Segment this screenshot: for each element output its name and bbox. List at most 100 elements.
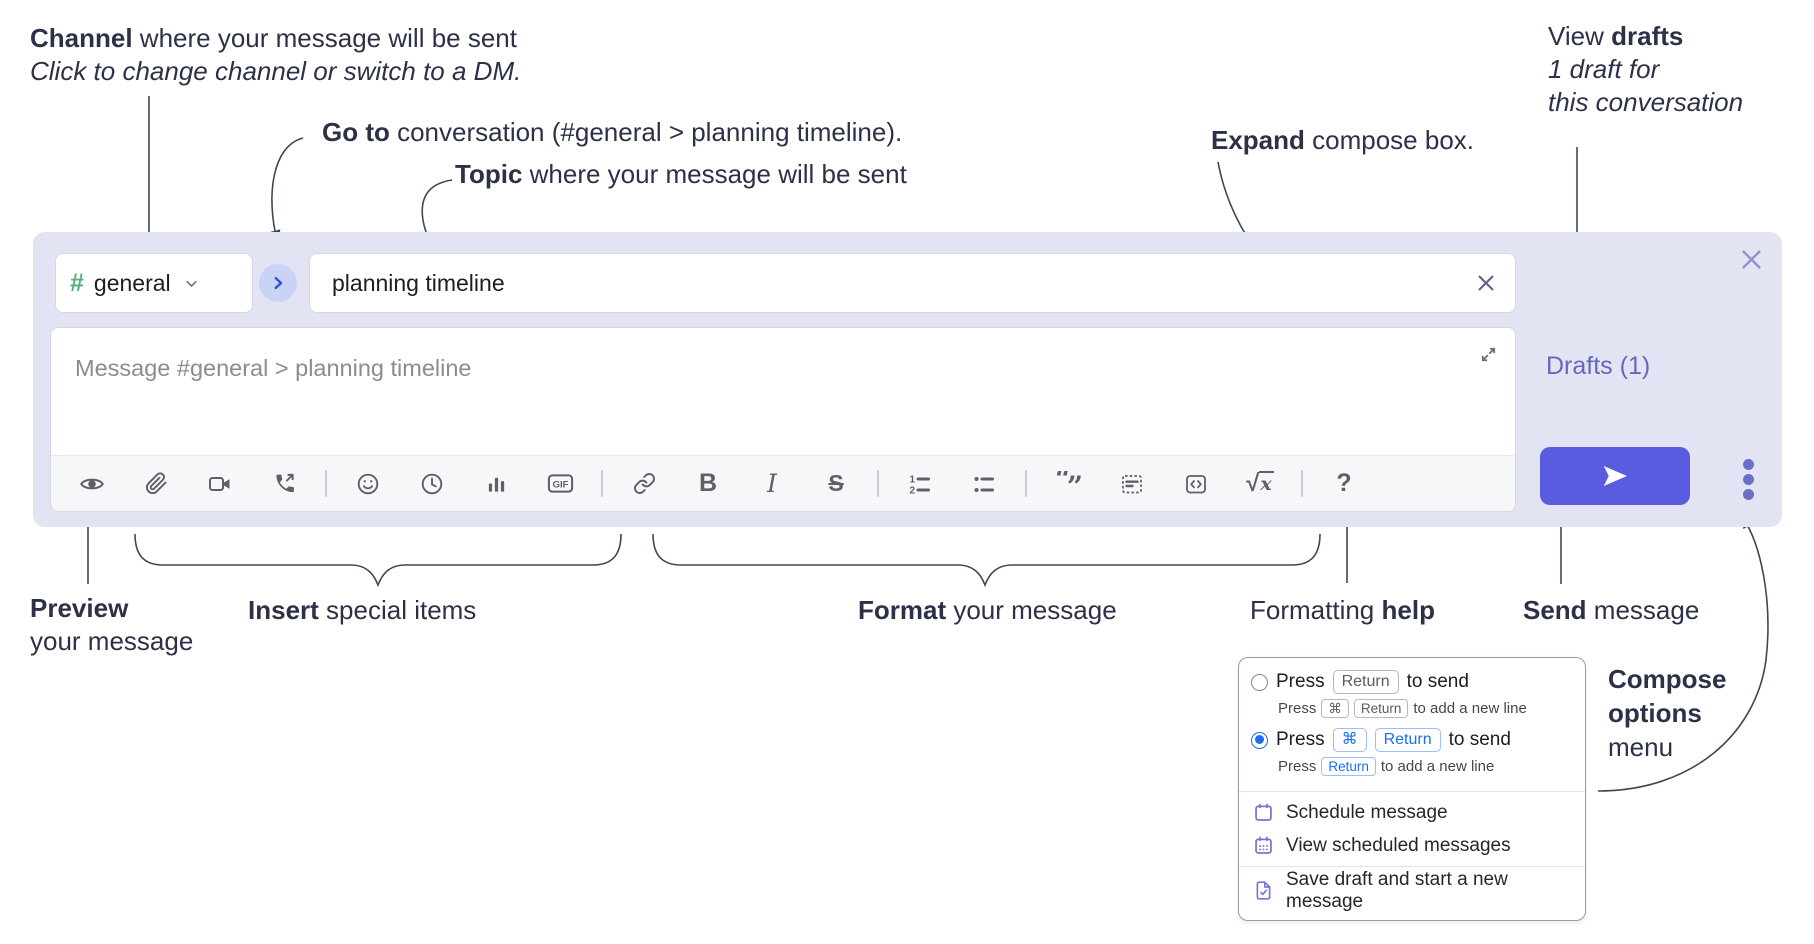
help-icon: ? <box>1336 469 1352 497</box>
expand-icon <box>1481 347 1496 362</box>
toolbar-divider <box>1301 470 1303 497</box>
gif-icon: GIF <box>547 474 573 493</box>
close-icon <box>1478 275 1494 291</box>
goto-conversation-button[interactable] <box>259 264 297 302</box>
drafts-link[interactable]: Drafts (1) <box>1546 352 1651 380</box>
formatting-toolbar: GIF B I S 1 2 <box>51 455 1515 511</box>
link-icon <box>633 473 655 494</box>
option-subtext: Press <box>1278 758 1317 775</box>
preview-button[interactable] <box>69 465 115 503</box>
insert-annotation: Insert special items <box>248 595 477 625</box>
menu-item-save-draft[interactable]: Save draft and start a new message <box>1239 869 1585 912</box>
menu-item-label: View scheduled messages <box>1286 834 1511 856</box>
ordered-list-button[interactable]: 1 2 <box>897 465 943 503</box>
format-brace <box>652 533 1321 588</box>
audio-huddle-button[interactable] <box>261 465 307 503</box>
calendar-scheduled-icon <box>1253 835 1274 856</box>
emoji-button[interactable] <box>345 465 391 503</box>
bold-button[interactable]: B <box>685 465 731 503</box>
option-subtext: to add a new line <box>1380 758 1495 775</box>
radio-unselected[interactable] <box>1251 673 1268 691</box>
menu-item-view-scheduled[interactable]: View scheduled messages <box>1239 829 1585 862</box>
view-drafts-annotation: View drafts 1 draft for this conversatio… <box>1548 21 1744 117</box>
compose-box: # general planning timeline Message #gen… <box>33 232 1782 527</box>
return-key: Return <box>1332 670 1399 694</box>
insert-brace <box>134 533 622 588</box>
menu-divider <box>1239 791 1585 792</box>
code-block-icon <box>1122 474 1142 493</box>
message-placeholder: Message #general > planning timeline <box>75 355 472 381</box>
message-input[interactable]: Message #general > planning timeline <box>50 327 1516 512</box>
compose-options-annotation: Compose options menu <box>1608 664 1727 762</box>
topic-clear-button[interactable] <box>1475 272 1497 294</box>
send-button[interactable] <box>1540 447 1690 505</box>
schedule-clock-button[interactable] <box>409 465 455 503</box>
toolbar-divider <box>1025 470 1027 497</box>
svg-text:“: “ <box>1055 471 1071 495</box>
kebab-dot <box>1742 473 1754 485</box>
cmd-key: ⌘ <box>1321 699 1349 718</box>
eye-icon <box>80 478 104 489</box>
toolbar-divider <box>325 470 327 497</box>
expand-annotation: Expand compose box. <box>1211 125 1475 155</box>
option-text: Press <box>1276 671 1325 692</box>
expand-compose-button[interactable] <box>1478 344 1499 365</box>
menu-item-label: Save draft and start a new message <box>1286 868 1508 912</box>
code-block-button[interactable] <box>1109 465 1155 503</box>
svg-text:2: 2 <box>910 485 916 496</box>
poll-button[interactable] <box>473 465 519 503</box>
strikethrough-button[interactable]: S <box>813 465 859 503</box>
strikethrough-icon: S <box>828 470 844 496</box>
compose-options-menu: Press Return to send Press ⌘ Return to a… <box>1238 657 1586 921</box>
preview-annotation: Preview your message <box>30 593 194 656</box>
video-camera-icon <box>209 476 230 491</box>
svg-text:1: 1 <box>910 474 916 485</box>
radio-selected[interactable] <box>1251 731 1268 749</box>
send-plane-icon <box>1603 466 1627 486</box>
format-annotation: Format your message <box>858 595 1117 625</box>
channel-selector[interactable]: # general <box>55 253 253 313</box>
send-annotation: Send message <box>1523 595 1700 625</box>
channel-hash-icon: # <box>70 268 84 297</box>
topic-input[interactable]: planning timeline <box>309 253 1516 313</box>
option-return-to-send[interactable]: Press Return to send Press ⌘ Return to a… <box>1251 670 1577 718</box>
formula-button[interactable]: √x <box>1237 465 1283 503</box>
paperclip-icon <box>145 472 167 494</box>
blockquote-button[interactable]: “ ” <box>1045 465 1091 503</box>
menu-item-schedule-message[interactable]: Schedule message <box>1239 796 1585 829</box>
formatting-help-button[interactable]: ? <box>1321 465 1367 503</box>
option-text: to send <box>1406 671 1469 692</box>
option-subtext: Press <box>1278 700 1317 717</box>
video-clip-button[interactable] <box>197 465 243 503</box>
calendar-icon <box>1253 802 1274 823</box>
smiley-icon <box>357 473 379 494</box>
document-check-icon <box>1253 880 1274 901</box>
code-button[interactable] <box>1173 465 1219 503</box>
return-key: Return <box>1374 728 1441 752</box>
formula-icon: √x <box>1246 469 1274 497</box>
gif-button[interactable]: GIF <box>537 465 583 503</box>
attach-file-button[interactable] <box>133 465 179 503</box>
option-text: Press <box>1276 729 1325 750</box>
chevron-down-icon <box>183 275 200 292</box>
topic-value: planning timeline <box>332 269 505 296</box>
kebab-dot <box>1742 488 1754 500</box>
compose-options-button[interactable] <box>1725 456 1771 502</box>
svg-text:GIF: GIF <box>552 479 568 490</box>
bulleted-list-icon <box>974 476 994 492</box>
close-icon <box>1742 250 1761 269</box>
option-subtext: to add a new line <box>1413 700 1527 717</box>
phone-call-icon <box>275 473 294 493</box>
kebab-dot <box>1742 458 1754 470</box>
goto-connector-curve <box>268 137 304 243</box>
bulleted-list-button[interactable] <box>961 465 1007 503</box>
toolbar-divider <box>601 470 603 497</box>
toolbar-divider <box>877 470 879 497</box>
link-button[interactable] <box>621 465 667 503</box>
bold-icon: B <box>698 469 718 497</box>
italic-button[interactable]: I <box>749 465 795 503</box>
channel-annotation: Channel where your message will be sent … <box>30 23 522 86</box>
goto-annotation: Go to conversation (#general > planning … <box>322 117 903 147</box>
option-cmd-return-to-send[interactable]: Press ⌘ Return to send Press Return to a… <box>1251 728 1577 776</box>
close-compose-button[interactable] <box>1738 246 1765 273</box>
